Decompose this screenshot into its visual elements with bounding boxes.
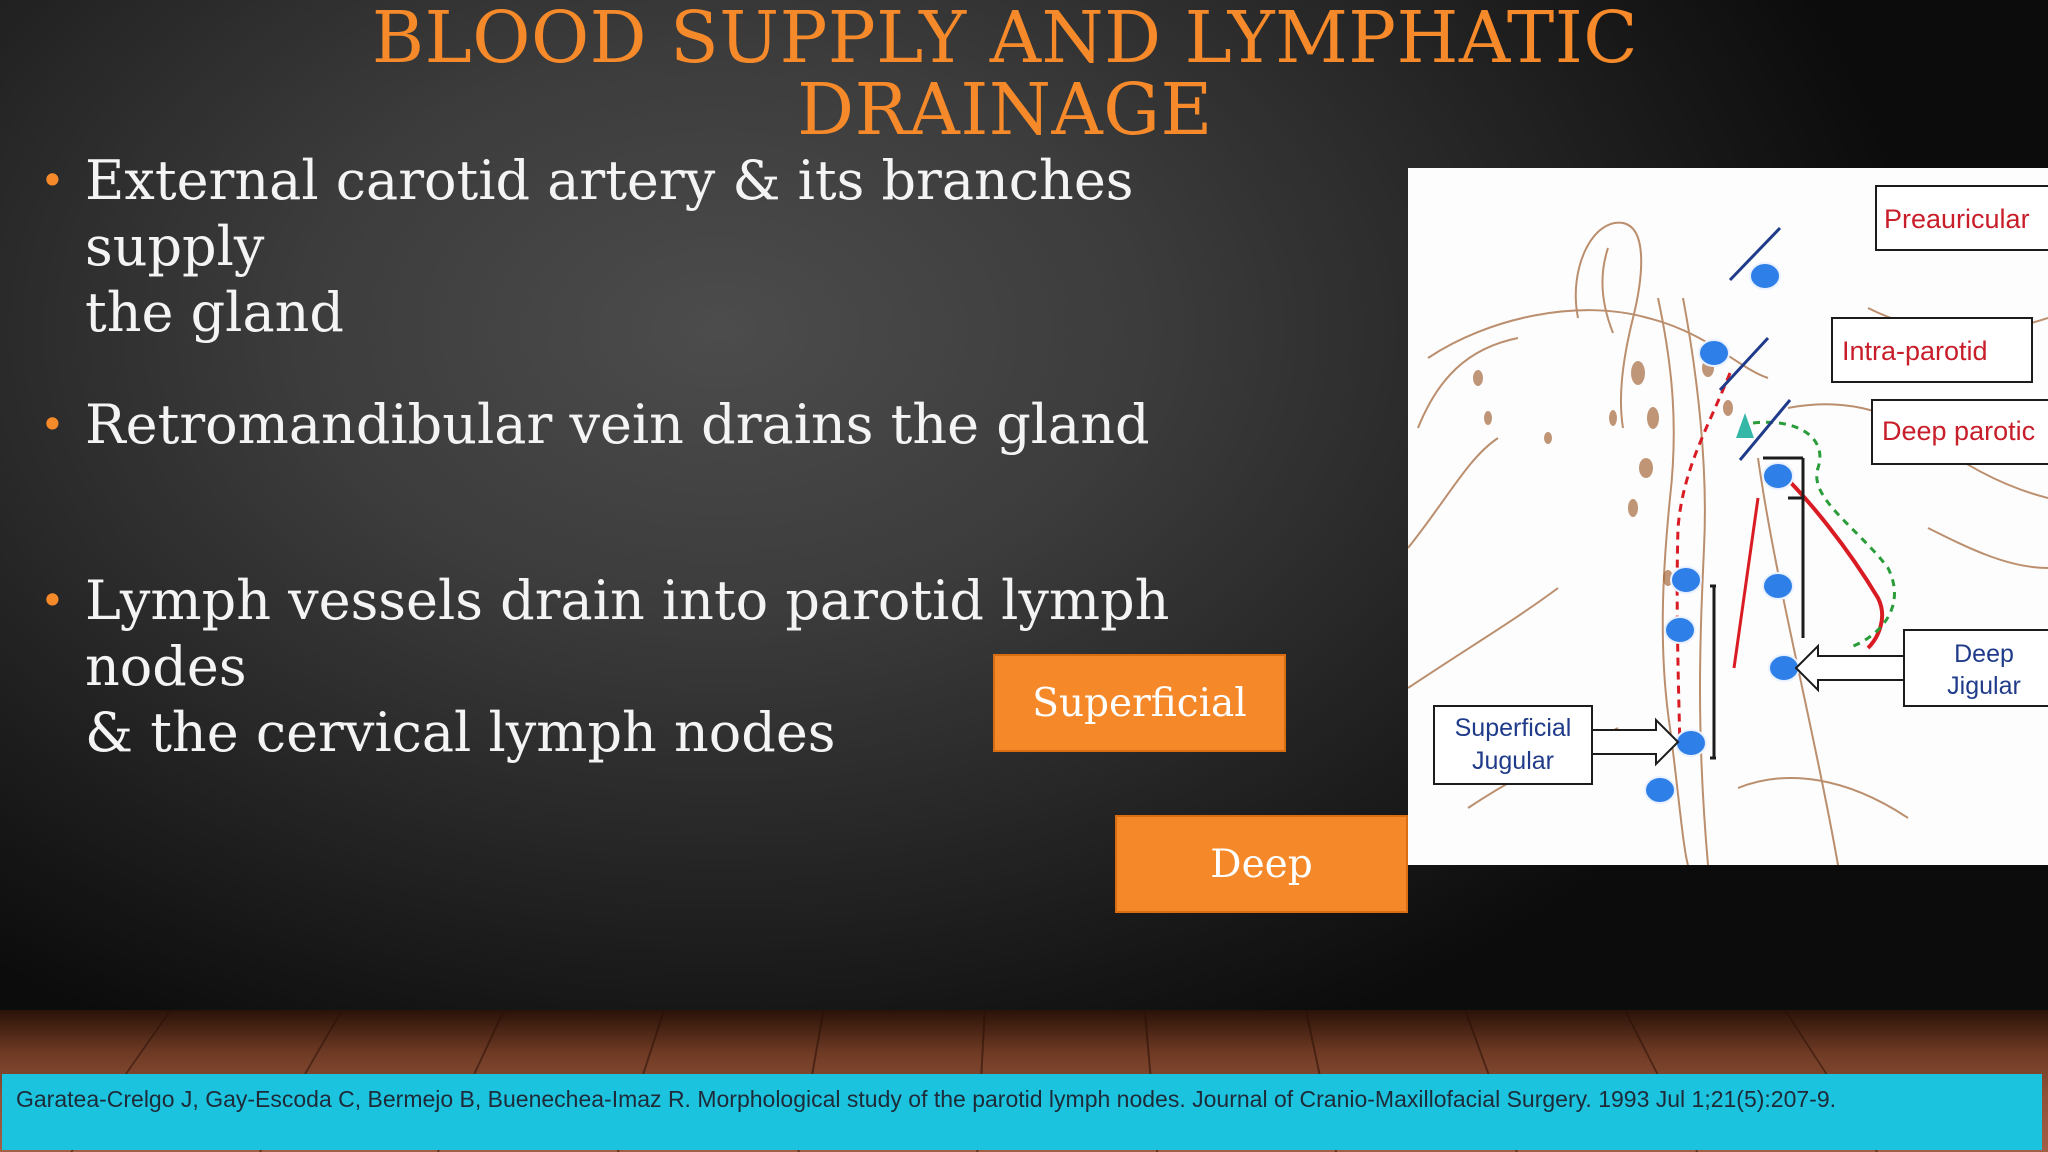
teal-marker-icon xyxy=(1736,413,1754,438)
lymph-node xyxy=(1762,462,1794,490)
lymph-node xyxy=(1749,262,1781,290)
label-preauricular: Preauricular xyxy=(1884,204,2030,234)
deep-box[interactable]: Deep xyxy=(1115,815,1408,913)
label-deep-jigular-line-1: Deep xyxy=(1954,640,2014,668)
title-line-1: BLOOD SUPPLY AND LYMPHATIC xyxy=(371,0,1639,79)
citation-text: Garatea-Crelgo J, Gay-Escoda C, Bermejo … xyxy=(16,1086,1837,1112)
citation-bar: Garatea-Crelgo J, Gay-Escoda C, Bermejo … xyxy=(2,1074,2042,1150)
lymph-node-diagram: Preauricular Intra-parotid Deep parotic … xyxy=(1408,168,2048,865)
bullet-text: External carotid artery & its branches s… xyxy=(85,149,1134,344)
label-superficial-jugular-line-1: Superficial xyxy=(1455,714,1572,742)
bullet-dot-icon: • xyxy=(40,156,65,205)
bullet-dot-icon: • xyxy=(40,576,65,625)
slide-title: BLOOD SUPPLY AND LYMPHATIC DRAINAGE xyxy=(300,2,1710,146)
deep-jigular-arrow-icon xyxy=(1794,643,1905,693)
label-superficial-jugular-line-2: Jugular xyxy=(1472,747,1554,775)
label-boxes xyxy=(1433,185,2048,785)
green-dashed-lymph-path xyxy=(1752,420,1896,650)
title-line-2: DRAINAGE xyxy=(797,68,1213,151)
lymph-node xyxy=(1670,566,1702,594)
bullet-dot-icon: • xyxy=(40,400,65,449)
superficial-jugular-arrow-icon xyxy=(1591,717,1680,767)
red-artery-vertical xyxy=(1732,497,1760,669)
label-deep-jigular-line-2: Jigular xyxy=(1947,672,2021,700)
bullet-text: Lymph vessels drain into parotid lymph n… xyxy=(85,569,1170,764)
pointer-lines xyxy=(1718,226,1792,461)
lymph-node xyxy=(1644,776,1676,804)
label-intra-parotid: Intra-parotid xyxy=(1842,336,1988,366)
tissue-blobs xyxy=(1473,359,1733,637)
lymph-nodes xyxy=(1644,262,1800,804)
lymph-node xyxy=(1768,654,1800,682)
diagram-svg: Preauricular Intra-parotid Deep parotic … xyxy=(1408,185,2048,865)
lymph-node xyxy=(1698,339,1730,367)
label-deep-parotid: Deep parotic xyxy=(1882,416,2035,446)
lymph-node xyxy=(1675,729,1707,757)
lymph-node xyxy=(1762,572,1794,600)
superficial-box[interactable]: Superficial xyxy=(993,654,1286,752)
red-artery-curve xyxy=(1774,466,1885,650)
lymph-node xyxy=(1664,616,1696,644)
bullet-text: Retromandibular vein drains the gland xyxy=(85,393,1150,456)
connector-lines xyxy=(1710,456,1805,760)
